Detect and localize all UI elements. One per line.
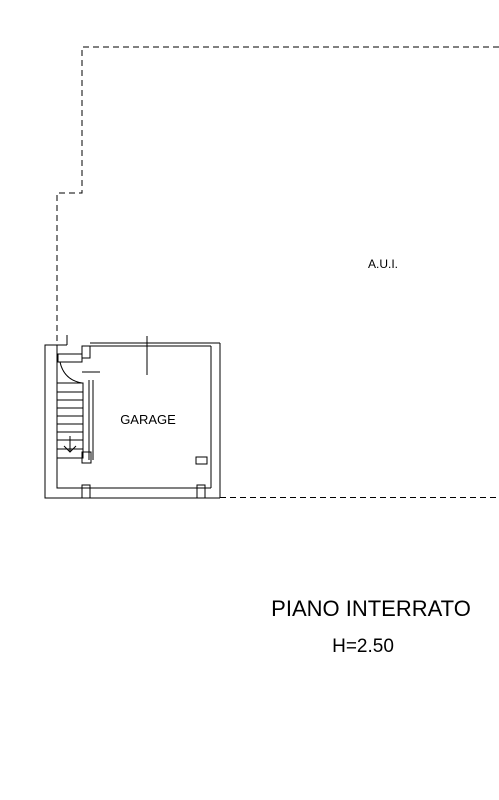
garage-label: GARAGE xyxy=(120,412,176,427)
height-note: H=2.50 xyxy=(332,636,394,657)
stair-partition xyxy=(81,345,100,464)
aui-boundary-top xyxy=(56,46,499,343)
aui-outline xyxy=(56,46,499,498)
stair-landing xyxy=(57,353,83,384)
drawing-title: PIANO INTERRATO xyxy=(271,596,471,621)
stair-arrow-icon xyxy=(63,445,77,453)
stair-outline xyxy=(56,382,84,459)
landing-block xyxy=(57,353,83,363)
door-swing-arc xyxy=(59,361,83,384)
outer-wall-left xyxy=(44,344,220,499)
partition-pillar-top xyxy=(81,345,91,359)
aui-label: A.U.I. xyxy=(368,257,398,271)
outer-wall-top xyxy=(90,342,220,347)
bottom-pillar-right xyxy=(196,484,206,499)
staircase xyxy=(56,382,84,459)
garage-walls xyxy=(44,335,221,499)
bottom-pillar-left xyxy=(81,484,91,499)
garage-fixture xyxy=(195,456,208,465)
